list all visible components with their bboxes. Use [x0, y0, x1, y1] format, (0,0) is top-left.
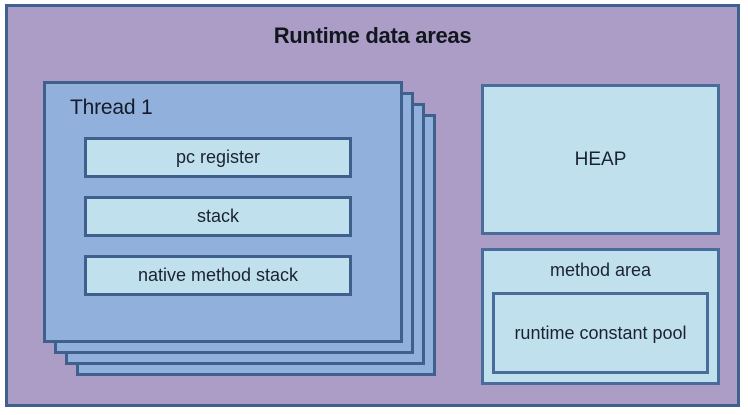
thread-stack-group: Thread 1 pc register stack native method…: [43, 81, 443, 376]
thread-card-front: Thread 1 pc register stack native method…: [43, 81, 403, 343]
heap-box: HEAP: [481, 84, 720, 235]
memory-box-stack: stack: [84, 196, 352, 237]
thread-label: Thread 1: [70, 96, 153, 119]
diagram-title: Runtime data areas: [273, 23, 472, 48]
memory-box-pc-register: pc register: [84, 137, 352, 178]
runtime-data-areas-panel: Runtime data areas Thread 1 pc register …: [5, 4, 740, 407]
runtime-constant-pool-box: runtime constant pool: [492, 292, 709, 374]
method-area-label: method area: [549, 260, 652, 280]
method-area-box: method area runtime constant pool: [481, 248, 720, 385]
memory-box-native-method-stack: native method stack: [84, 255, 352, 296]
